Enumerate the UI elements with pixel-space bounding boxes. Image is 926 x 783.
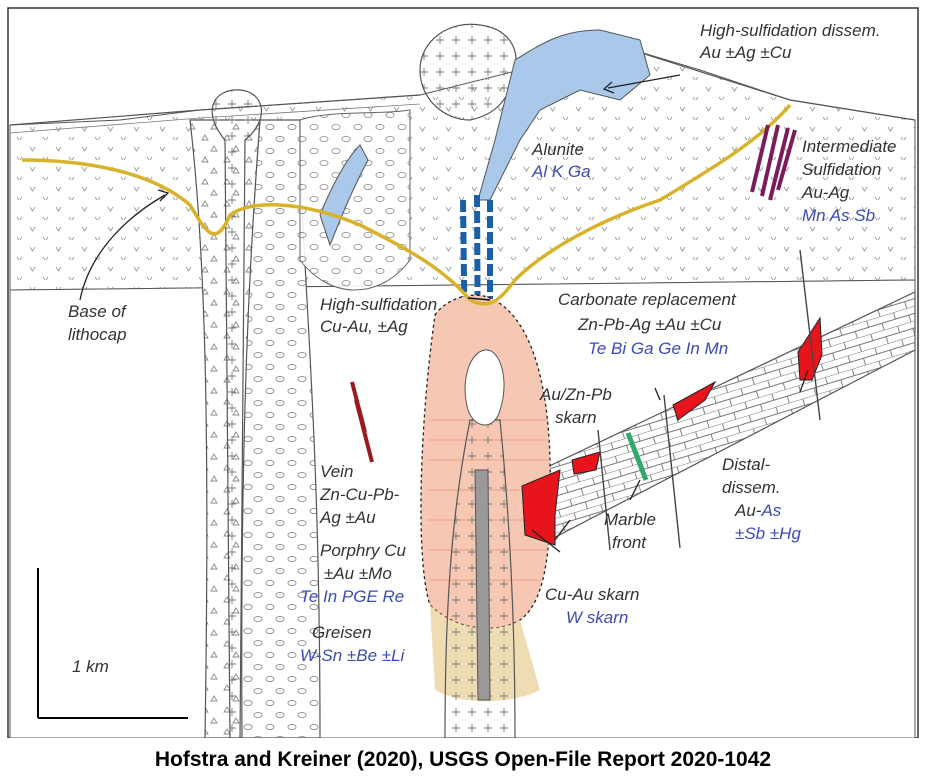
label-vein-2: Zn-Cu-Pb- bbox=[319, 485, 400, 504]
label-carbonate-1: Carbonate replacement bbox=[558, 290, 737, 309]
label-carbonate-elements: Te Bi Ga Ge In Mn bbox=[588, 339, 728, 358]
label-distal-3: Au-As bbox=[734, 501, 782, 520]
label-cuau-skarn: Cu-Au skarn bbox=[545, 585, 639, 604]
label-vein-1: Vein bbox=[320, 462, 353, 481]
label-lithocap-1: Base of bbox=[68, 302, 128, 321]
label-hs-cuau-2: Cu-Au, ±Ag bbox=[320, 317, 408, 336]
label-greisen: Greisen bbox=[312, 623, 372, 642]
label-vein-3: Ag ±Au bbox=[319, 508, 376, 527]
label-carbonate-2: Zn-Pb-Ag ±Au ±Cu bbox=[577, 315, 722, 334]
label-porphyry-2: ±Au ±Mo bbox=[324, 564, 392, 583]
label-w-skarn: W skarn bbox=[566, 608, 628, 627]
label-auznpb-2: skarn bbox=[555, 408, 597, 427]
label-greisen-elements: W-Sn ±Be ±Li bbox=[300, 646, 406, 665]
label-marble-2: front bbox=[612, 533, 647, 552]
label-marble-1: Marble bbox=[604, 510, 656, 529]
label-scale: 1 km bbox=[72, 657, 109, 676]
label-porphyry-elements: Te In PGE Re bbox=[300, 587, 404, 606]
label-lithocap-2: lithocap bbox=[68, 325, 127, 344]
label-intermediate-3: Au-Ag bbox=[801, 183, 850, 202]
label-alunite: Alunite bbox=[531, 140, 584, 159]
label-distal-2: dissem. bbox=[722, 478, 781, 497]
label-hs-cuau-1: High-sulfidation bbox=[320, 295, 437, 314]
label-intermediate-elements: Mn As Sb bbox=[802, 206, 875, 225]
label-hs-dissem-1: High-sulfidation dissem. bbox=[700, 21, 880, 40]
label-auznpb-1: Au/Zn-Pb bbox=[539, 385, 612, 404]
figure-caption: Hofstra and Kreiner (2020), USGS Open-Fi… bbox=[155, 748, 771, 771]
label-distal-4: ±Sb ±Hg bbox=[735, 524, 801, 543]
label-distal-1: Distal- bbox=[722, 455, 771, 474]
label-intermediate-1: Intermediate bbox=[802, 137, 897, 156]
label-porphyry-1: Porphry Cu bbox=[320, 541, 407, 560]
label-alunite-elements: Al K Ga bbox=[531, 162, 591, 181]
label-hs-dissem-2: Au ±Ag ±Cu bbox=[699, 43, 792, 62]
label-intermediate-2: Sulfidation bbox=[802, 160, 881, 179]
